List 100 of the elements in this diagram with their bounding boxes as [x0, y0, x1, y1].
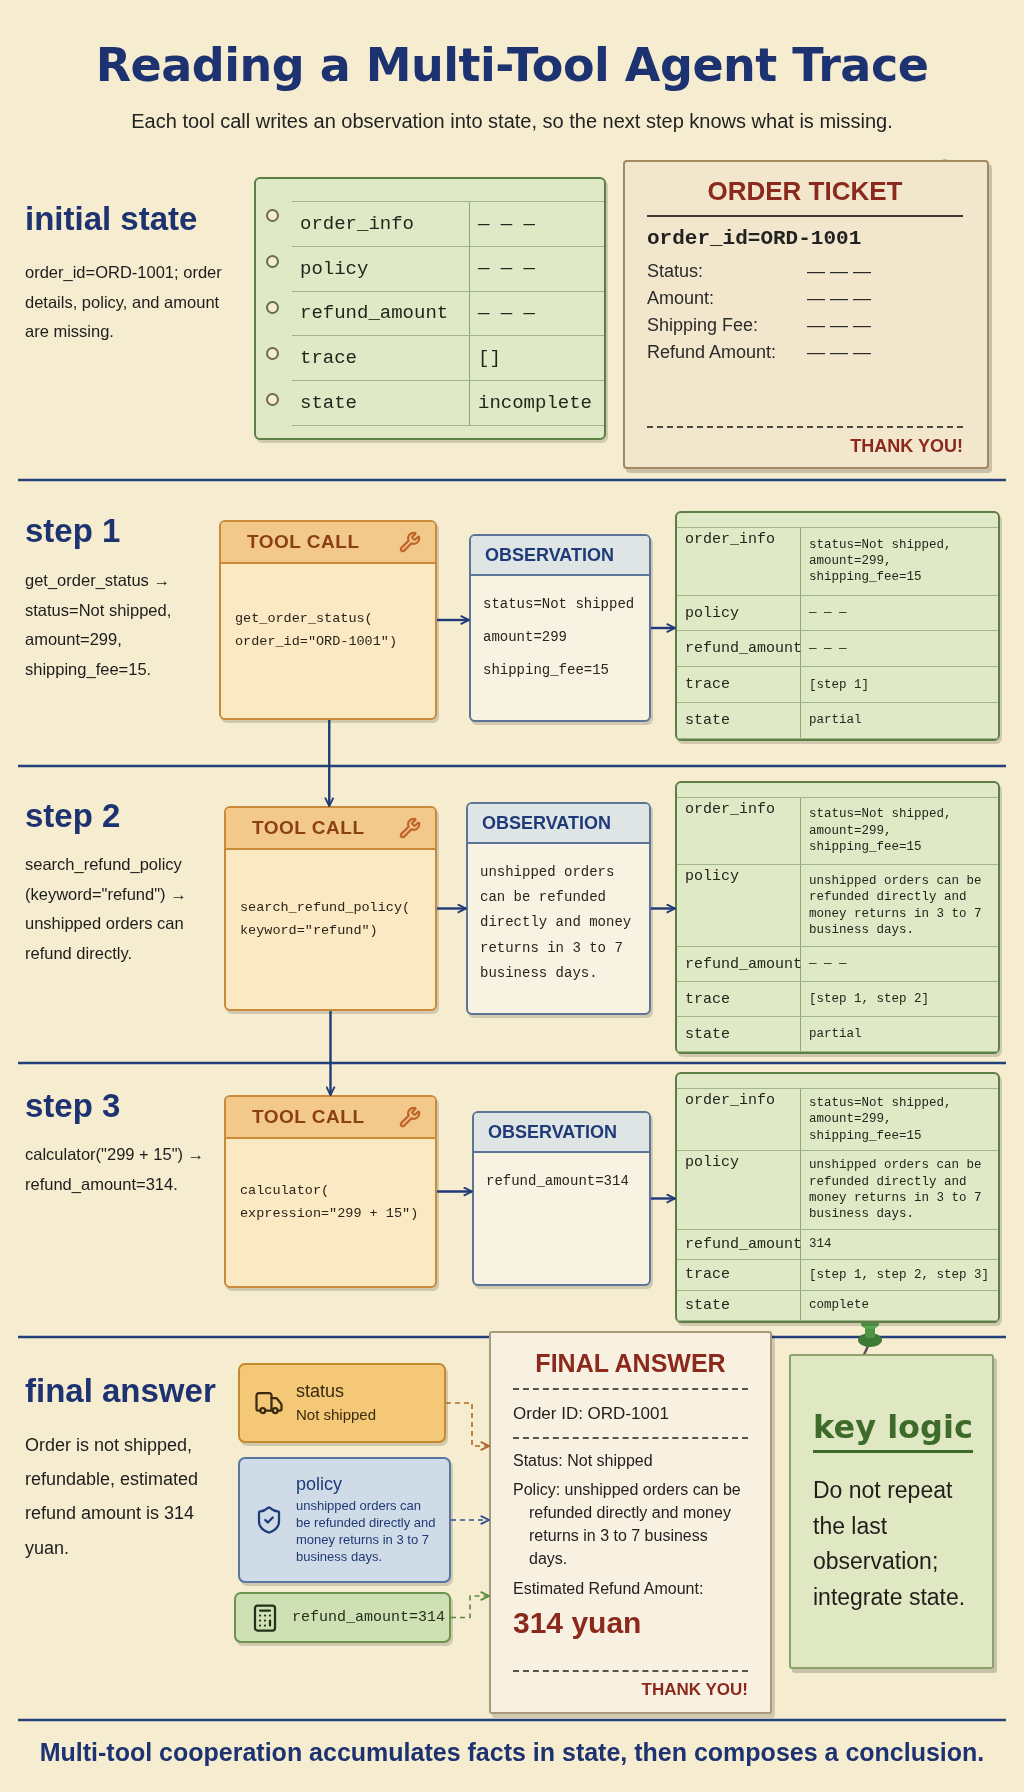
card-heading: TOOL CALL [247, 531, 360, 553]
section-heading: initial state [25, 200, 199, 238]
fact-text: refund_amount=314 [292, 1609, 446, 1626]
caption: Multi-tool cooperation accumulates facts in state, then composes a conclusion. [38, 1738, 986, 1767]
thank-you-text: THANK YOU! [647, 426, 963, 457]
function-call-text: get_order_status( order_id="ORD-1001") [235, 610, 399, 651]
field-name: state [677, 1017, 801, 1051]
arrow [325, 1011, 336, 1096]
final-answer-receipt [489, 1331, 772, 1714]
arrow [437, 1186, 473, 1197]
observation-card [469, 534, 651, 722]
field-name: state [677, 1290, 801, 1320]
arrow [651, 903, 676, 914]
card-heading: OBSERVATION [485, 544, 614, 566]
order-id-text: order_id=ORD-1001 [647, 227, 863, 250]
field-value: 314 [808, 1236, 833, 1254]
observation-text: unshipped orders can be refunded directly and money returns in 3 to 7 business days. [480, 863, 633, 983]
field-value: — — — [808, 604, 848, 622]
answer-amount: 314 yuan [513, 1605, 643, 1640]
receipt-heading: FINAL ANSWER [513, 1349, 748, 1390]
field-name: refund_amount [677, 947, 801, 982]
field-value: unshipped orders can be refunded directly and money returns in 3 to 7 business days. [808, 873, 983, 939]
observation-text: amount=299 [483, 628, 568, 648]
section-description: get_order_status → status=Not shipped, amount=299, shipping_fee=15. [25, 570, 173, 681]
dashed-arrow [445, 1402, 490, 1452]
field-value: incomplete [477, 390, 594, 416]
fact-text: unshipped orders can be refunded directly and money returns in 3 to 7 business days. [296, 1498, 437, 1566]
field-name: policy [292, 246, 470, 291]
state-table [675, 781, 1000, 1054]
function-call-text: search_refund_policy( keyword="refund") [240, 898, 412, 940]
field-name: trace [677, 667, 801, 703]
sticky-note [789, 1354, 994, 1669]
field-name: Status: [647, 261, 705, 282]
section-description: Order is not shipped, refundable, estimated refund amount is 314 yuan. [25, 1434, 200, 1560]
field-name: Refund Amount: [647, 342, 778, 363]
function-call-text: calculator( expression="299 + 15") [240, 1181, 420, 1223]
fact-card [234, 1592, 451, 1643]
arrow [324, 720, 335, 807]
field-name: order_info [677, 528, 801, 595]
field-value: status=Not shipped, amount=299, shipping_fee=15 [808, 806, 953, 856]
section-heading: step 1 [25, 512, 122, 550]
arrow [437, 614, 470, 626]
field-value: partial [808, 712, 863, 730]
state-table [675, 511, 1000, 741]
field-name: Shipping Fee: [647, 315, 760, 336]
field-value: — — — [807, 261, 872, 282]
field-value: status=Not shipped, amount=299, shipping_fee=15 [808, 536, 953, 587]
observation-text: refund_amount=314 [486, 1172, 630, 1191]
fact-card [238, 1457, 451, 1583]
section-description: order_id=ORD-1001; order details, policy, and amount are missing. [25, 262, 223, 343]
field-name: order_info [677, 798, 801, 864]
dashed-arrow [450, 1514, 490, 1526]
field-value: — — — [477, 211, 536, 237]
card-heading: OBSERVATION [482, 812, 611, 834]
field-name: refund_amount [677, 631, 801, 667]
field-name: trace [292, 336, 470, 381]
field-value: status=Not shipped, amount=299, shipping_fee=15 [808, 1095, 953, 1145]
receipt-line: Status: Not shipped [513, 1450, 654, 1471]
field-name: trace [677, 982, 801, 1017]
field-value: unshipped orders can be refunded directly and money returns in 3 to 7 business days. [808, 1157, 983, 1224]
receipt-line: Order ID: ORD-1001 [513, 1402, 748, 1439]
field-value: — — — [807, 342, 872, 363]
section-heading: final answer [25, 1372, 217, 1410]
fact-card [238, 1363, 446, 1443]
field-name: policy [677, 595, 801, 631]
fact-heading: policy [296, 1474, 344, 1496]
observation-card [472, 1111, 651, 1286]
section-heading: step 2 [25, 797, 122, 835]
field-name: state [677, 703, 801, 738]
field-name: refund_amount [677, 1229, 801, 1260]
tool-call-card [224, 806, 437, 1011]
field-name: refund_amount [292, 291, 470, 336]
card-heading: TOOL CALL [252, 817, 365, 839]
arrow [651, 622, 676, 634]
field-value: — — — [807, 288, 872, 309]
field-value: — — — [477, 256, 536, 282]
card-heading: OBSERVATION [488, 1121, 617, 1143]
field-name: state [292, 381, 470, 425]
observation-card [466, 802, 651, 1015]
field-name: trace [677, 1260, 801, 1290]
field-value: — — — [808, 956, 848, 974]
card-heading: TOOL CALL [252, 1106, 365, 1128]
note-text: Do not repeat the last observation; integrate state. [813, 1476, 967, 1612]
fact-text: Not shipped [296, 1405, 377, 1425]
field-name: policy [677, 864, 801, 947]
arrow [437, 903, 467, 914]
field-value: complete [808, 1297, 870, 1315]
tool-call-card [219, 520, 437, 720]
field-value: — — — [808, 640, 848, 658]
field-name: order_info [292, 202, 470, 246]
field-value: — — — [807, 315, 872, 336]
field-value: [step 1, step 2, step 3] [808, 1266, 991, 1284]
order-ticket [623, 160, 989, 469]
dashed-arrow [450, 1590, 490, 1619]
section-description: calculator("299 + 15") → refund_amount=314. [25, 1144, 206, 1195]
arrow [651, 1193, 676, 1204]
field-value: [step 1] [808, 676, 870, 694]
section-heading: step 3 [25, 1087, 122, 1125]
field-value: [] [477, 345, 502, 371]
ticket-heading: ORDER TICKET [647, 176, 963, 217]
